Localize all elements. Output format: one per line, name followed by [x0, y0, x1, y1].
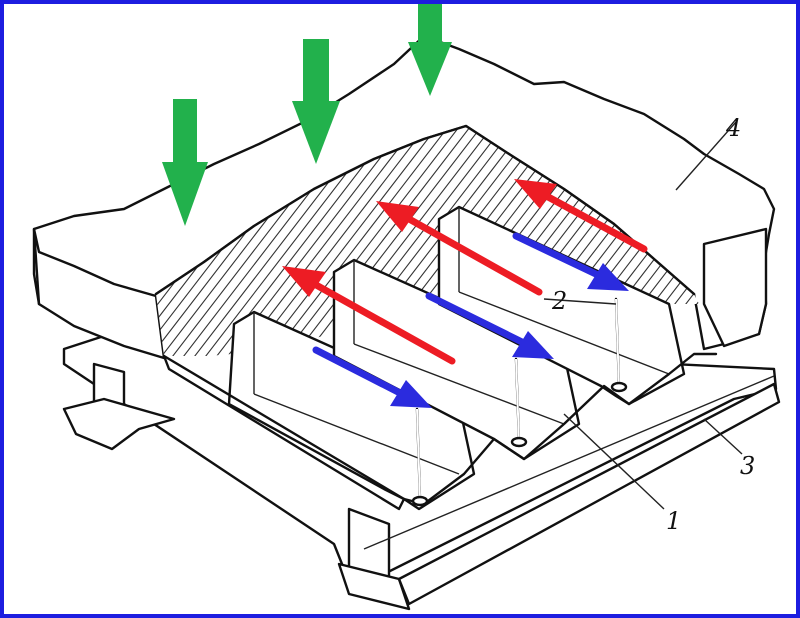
load-arrow-2 — [292, 39, 340, 164]
leader-2 — [543, 298, 617, 305]
slab-right-face — [702, 227, 768, 348]
leader-4 — [675, 121, 737, 191]
leader-lines — [543, 121, 743, 510]
beam-right-flange — [397, 382, 781, 606]
leader-3 — [703, 418, 743, 455]
diagram-canvas: 4 2 3 1 — [32, 4, 781, 611]
green-load-arrows — [162, 4, 452, 226]
load-arrow-3 — [408, 4, 452, 96]
beam-front-bottom-flange — [337, 562, 411, 611]
label-steel-deck: 1 — [666, 507, 681, 535]
shear-studs — [411, 297, 628, 507]
red-arrow-2 — [376, 201, 543, 296]
shear-stud-2 — [510, 357, 528, 448]
rib-3-fold — [458, 291, 670, 375]
label-steel-beam: 3 — [740, 452, 755, 480]
deck-rib-1 — [227, 310, 476, 511]
beam-bottom-flange — [62, 397, 176, 451]
cut-outline — [154, 124, 696, 296]
leader-1 — [563, 413, 665, 510]
rib-2-fold — [353, 343, 565, 425]
hatch-line — [279, 126, 481, 356]
blue-arrow-3 — [512, 232, 629, 291]
blue-arrow-1 — [312, 346, 432, 408]
shear-stud-1 — [411, 407, 429, 507]
hatch-line — [290, 126, 492, 356]
hatch-line — [268, 126, 470, 356]
deck-left-rim — [162, 354, 406, 511]
slab-left-face — [32, 227, 166, 360]
label-concrete-slab: 4 — [725, 114, 741, 142]
concrete-slab — [32, 34, 776, 360]
beam-flange-edge — [363, 375, 775, 550]
rib-1-fold — [253, 393, 460, 475]
blue-shear-arrows — [312, 232, 629, 408]
load-arrow-1 — [162, 99, 208, 226]
red-arrow-1 — [282, 266, 456, 365]
blue-arrow-2 — [425, 292, 554, 359]
shear-stud-3 — [610, 297, 628, 393]
red-shear-arrows — [282, 179, 648, 365]
label-shear-stud: 2 — [551, 287, 567, 315]
red-arrow-3 — [514, 179, 648, 253]
